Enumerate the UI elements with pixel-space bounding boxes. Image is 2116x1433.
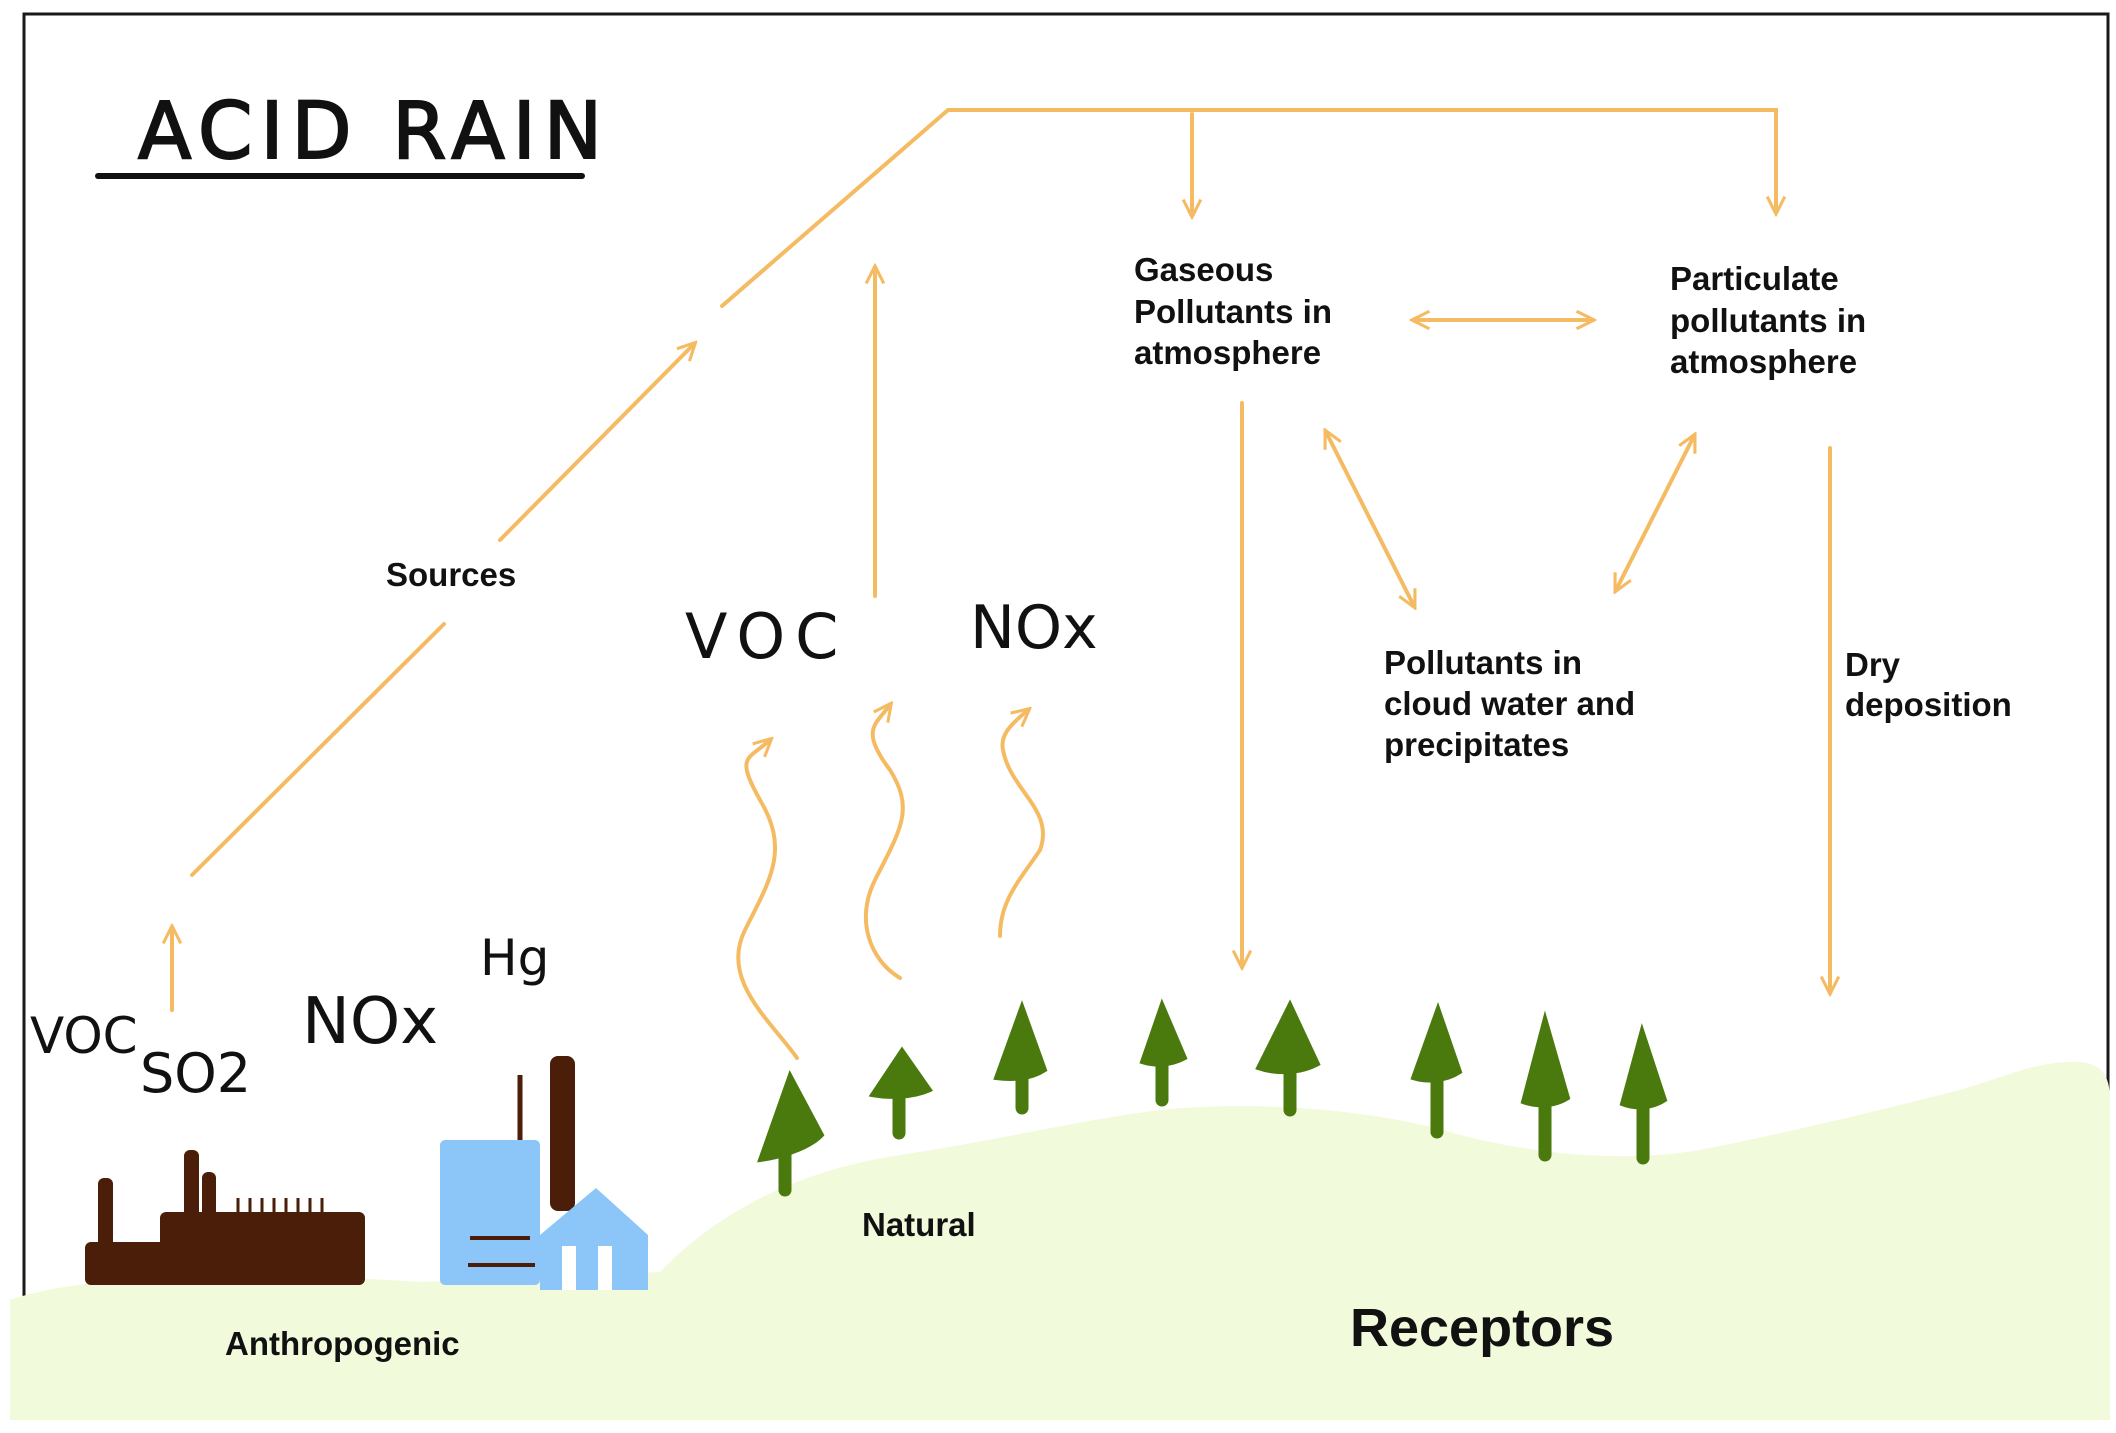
tree-icon — [868, 1046, 934, 1140]
voc-anthropogenic-label: VOC — [30, 1007, 138, 1065]
dry-deposition-label: Dry deposition — [1845, 646, 2012, 723]
anthropogenic-label: Anthropogenic — [225, 1325, 460, 1362]
tree-icon — [1139, 998, 1188, 1107]
flow-arrows — [172, 108, 1830, 1060]
tree-icon — [1410, 1001, 1463, 1139]
particulate-pollutants-label: Particulate pollutants in atmosphere — [1670, 260, 1875, 380]
trees — [757, 998, 1668, 1197]
diagram-title: ACID RAIN — [138, 87, 610, 177]
cloud-water-pollutants-label: Pollutants in cloud water and precipitat… — [1384, 644, 1644, 763]
tree-icon — [1619, 1023, 1668, 1165]
ground — [10, 1061, 2110, 1420]
nox-anthropogenic-label: NOx — [302, 985, 438, 1059]
so2-label: SO2 — [140, 1042, 251, 1105]
natural-label: Natural — [862, 1206, 976, 1243]
power-plant-icon — [440, 1056, 648, 1290]
tree-icon — [757, 1070, 825, 1197]
gaseous-pollutants-label: Gaseous Pollutants in atmosphere — [1134, 251, 1341, 371]
tree-icon — [1520, 1010, 1571, 1162]
voc-natural-label: VOC — [685, 600, 848, 673]
hg-label: Hg — [480, 929, 549, 987]
tree-icon — [1255, 999, 1321, 1117]
factory-icon — [85, 1150, 365, 1285]
tree-icon — [993, 1000, 1048, 1115]
nox-natural-label: NOx — [970, 593, 1098, 663]
receptors-label: Receptors — [1350, 1298, 1614, 1358]
sources-label: Sources — [386, 556, 516, 593]
